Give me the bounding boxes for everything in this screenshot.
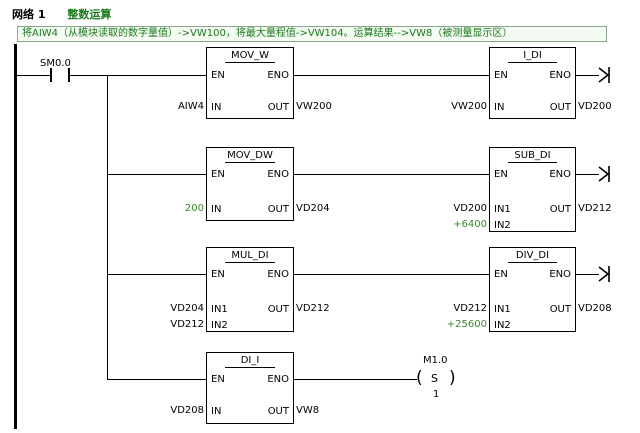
operand-out[interactable]: VD208 (578, 303, 612, 314)
pin-out: OUT (267, 406, 289, 417)
pin-in1: IN1 (211, 304, 228, 315)
mov-dw-block[interactable]: MOV_DW EN ENO IN OUT (206, 147, 294, 221)
pin-en: EN (494, 269, 508, 280)
block-name: MUL_DI (231, 250, 269, 261)
wire (17, 75, 50, 76)
wire (575, 174, 599, 175)
operand-out[interactable]: VD204 (296, 203, 330, 214)
pin-en: EN (494, 70, 508, 81)
pin-out: OUT (549, 102, 571, 113)
wire (575, 75, 599, 76)
operand-in1[interactable]: VD200 (453, 203, 487, 214)
pin-eno: ENO (267, 269, 289, 280)
arrow-right-icon (598, 266, 610, 282)
wire (107, 174, 206, 175)
pin-out: OUT (267, 102, 289, 113)
pin-in1: IN1 (494, 304, 511, 315)
pin-eno: ENO (549, 169, 571, 180)
constant-in[interactable]: 200 (184, 203, 204, 214)
pin-eno: ENO (267, 70, 289, 81)
pin-out: OUT (549, 304, 571, 315)
coil-right-paren: ) (449, 368, 456, 388)
branch-wire (107, 75, 108, 380)
mul-di-block[interactable]: MUL_DI EN ENO IN1 OUT IN2 (206, 247, 294, 332)
constant-in2[interactable]: +6400 (453, 219, 487, 230)
i-di-block[interactable]: I_DI EN ENO IN OUT (489, 47, 576, 119)
pin-en: EN (494, 169, 508, 180)
coil-left-paren: ( (416, 368, 423, 388)
pin-in: IN (211, 204, 222, 215)
pin-out: OUT (267, 204, 289, 215)
block-name: SUB_DI (514, 150, 551, 161)
wire (107, 274, 206, 275)
constant-in2[interactable]: +25600 (446, 319, 487, 330)
block-name: DIV_DI (515, 250, 550, 261)
pin-out: OUT (549, 204, 571, 215)
contact-label: SM0.0 (40, 58, 71, 69)
operand-in2[interactable]: VD212 (170, 319, 204, 330)
mov-w-block[interactable]: MOV_W EN ENO IN OUT (206, 47, 294, 119)
normally-open-contact[interactable] (42, 68, 82, 82)
operand-in[interactable]: VD208 (170, 405, 204, 416)
coil-label[interactable]: M1.0 (423, 355, 448, 366)
div-di-block[interactable]: DIV_DI EN ENO IN1 OUT IN2 (489, 247, 576, 332)
arrow-right-icon (598, 166, 610, 182)
power-rail (14, 44, 17, 429)
operand-in[interactable]: AIW4 (177, 101, 204, 112)
pin-eno: ENO (549, 269, 571, 280)
operand-in[interactable]: VW200 (451, 101, 487, 112)
network-title: 整数运算 (67, 8, 112, 21)
pin-eno: ENO (267, 169, 289, 180)
operand-out[interactable]: VW8 (296, 405, 320, 416)
operand-out[interactable]: VD212 (296, 303, 330, 314)
pin-in1: IN1 (494, 204, 511, 215)
set-coil[interactable]: S (431, 372, 438, 385)
arrow-right-icon (598, 67, 610, 83)
operand-out[interactable]: VD212 (578, 203, 612, 214)
block-name: MOV_W (230, 50, 270, 61)
wire (293, 274, 489, 275)
network-header[interactable]: 网络 1 整数运算 (12, 6, 111, 22)
block-name: DI_I (240, 355, 260, 366)
pin-en: EN (211, 374, 225, 385)
wire (70, 75, 206, 76)
operand-in1[interactable]: VD204 (170, 303, 204, 314)
wire (293, 75, 489, 76)
pin-eno: ENO (267, 374, 289, 385)
di-i-block[interactable]: DI_I EN ENO IN OUT (206, 352, 294, 424)
wire (293, 379, 417, 380)
pin-out: OUT (267, 304, 289, 315)
block-name: I_DI (523, 50, 542, 61)
pin-eno: ENO (549, 70, 571, 81)
coil-count[interactable]: 1 (433, 389, 440, 400)
network-label: 网络 1 (12, 8, 46, 21)
network-comment[interactable]: 将AIW4（从模块读取的数字量值）->VW100，将最大量程值->VW104。运… (17, 26, 607, 42)
operand-out[interactable]: VD200 (578, 101, 612, 112)
pin-en: EN (211, 70, 225, 81)
pin-in2: IN2 (211, 320, 228, 331)
wire (575, 274, 599, 275)
pin-in: IN (494, 102, 505, 113)
pin-en: EN (211, 169, 225, 180)
pin-in2: IN2 (494, 220, 511, 231)
pin-in: IN (211, 102, 222, 113)
wire (107, 379, 206, 380)
operand-out[interactable]: VW200 (296, 101, 332, 112)
pin-in2: IN2 (494, 320, 511, 331)
operand-in1[interactable]: VD212 (453, 303, 487, 314)
wire (293, 174, 489, 175)
pin-in: IN (211, 406, 222, 417)
sub-di-block[interactable]: SUB_DI EN ENO IN1 OUT IN2 (489, 147, 576, 232)
pin-en: EN (211, 269, 225, 280)
block-name: MOV_DW (227, 150, 273, 161)
